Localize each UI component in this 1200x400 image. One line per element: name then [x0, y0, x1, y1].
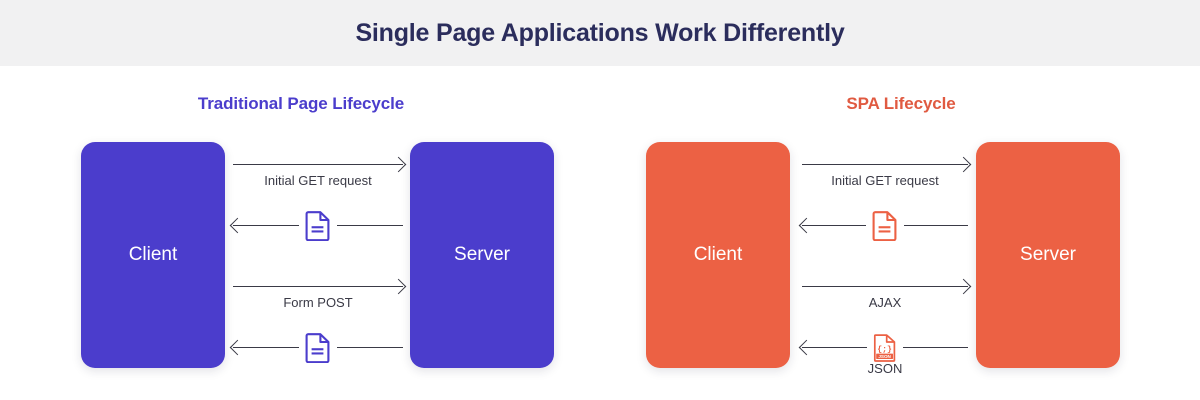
svg-text:{;}: {;} [877, 344, 892, 354]
flow-row-form-post-traditional: Form POST [233, 278, 407, 310]
header-band: Single Page Applications Work Differentl… [0, 0, 1200, 66]
flow-row-json-response-spa: {;} JSON JSON [798, 333, 968, 376]
panel-title-traditional: Traditional Page Lifecycle [197, 94, 405, 113]
arrow-line [802, 164, 968, 165]
svg-text:JSON: JSON [878, 353, 891, 358]
arrow-head-right-icon [955, 156, 972, 173]
arrow-head-right-icon [390, 278, 407, 295]
arrow-right [233, 278, 407, 295]
arrow-head-left-icon [798, 217, 815, 234]
arrow-head-right-icon [955, 278, 972, 295]
arrow-label-form-post: Form POST [283, 295, 353, 310]
arrow-right [802, 278, 972, 295]
arrow-left [798, 210, 968, 241]
node-client-label: Client [693, 244, 743, 265]
arrow-label-ajax: AJAX [868, 295, 902, 310]
arrow-left [229, 332, 403, 363]
node-server-label: Server [1020, 244, 1076, 265]
arrow-right [233, 156, 407, 173]
node-client-label: Client [128, 244, 178, 265]
flow-row-html-response-2-traditional [229, 332, 403, 363]
json-file-icon: {;} JSON [867, 333, 903, 362]
arrow-head-right-icon [390, 156, 407, 173]
arrow-label-get-request: Initial GET request [831, 173, 939, 188]
document-icon [866, 210, 904, 241]
panel-traditional: Traditional Page Lifecycle Client Server… [0, 66, 602, 400]
panel-title-spa: SPA Lifecycle [846, 94, 956, 113]
document-icon [299, 210, 337, 241]
page-title: Single Page Applications Work Differentl… [355, 18, 845, 47]
arrow-line [233, 164, 403, 165]
panel-spa: SPA Lifecycle Client Server Initial GET … [602, 66, 1200, 400]
arrow-label-get-request: Initial GET request [264, 173, 372, 188]
arrow-label-json: JSON [867, 361, 903, 376]
arrow-line [802, 286, 968, 287]
arrow-head-left-icon [229, 217, 246, 234]
arrow-head-left-icon [798, 339, 815, 356]
flow-row-html-response-spa [798, 210, 968, 241]
flow-row-get-request-spa: Initial GET request [802, 156, 972, 188]
node-client-spa: Client [646, 142, 790, 368]
flow-row-ajax-spa: AJAX [802, 278, 972, 310]
arrow-left: {;} JSON [798, 333, 968, 362]
arrow-head-left-icon [229, 339, 246, 356]
flow-row-get-request-traditional: Initial GET request [233, 156, 407, 188]
document-icon [299, 332, 337, 363]
node-server-traditional: Server [410, 142, 554, 368]
node-server-label: Server [454, 244, 510, 265]
node-server-spa: Server [976, 142, 1120, 368]
arrow-left [229, 210, 403, 241]
arrow-right [802, 156, 972, 173]
node-client-traditional: Client [81, 142, 225, 368]
arrow-line [233, 286, 403, 287]
flow-row-html-response-traditional [229, 210, 403, 241]
